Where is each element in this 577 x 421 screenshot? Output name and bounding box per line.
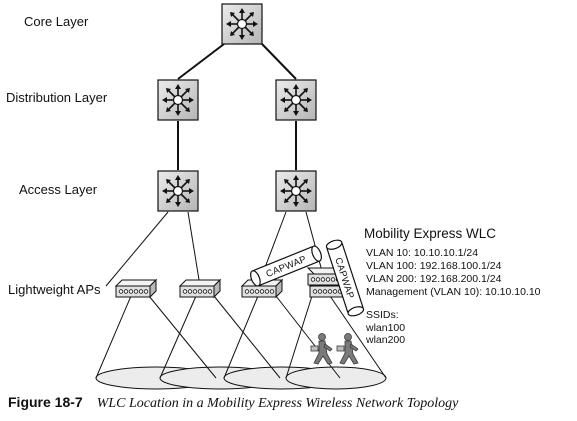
access-to-ap-links — [105, 211, 327, 287]
ssids-label: SSIDs: — [366, 309, 399, 321]
access-point-icon — [178, 278, 222, 299]
coverage-area — [285, 366, 387, 390]
wlc-management-line: Management (VLAN 10): 10.10.10.10 — [366, 286, 541, 298]
access-points — [114, 278, 352, 299]
core-layer-label: Core Layer — [24, 14, 89, 29]
capwap-tunnel-1: CAPWAP — [250, 245, 322, 287]
ssid-item: wlan200 — [365, 334, 405, 346]
lightweight-aps-label: Lightweight APs — [8, 282, 101, 297]
coverage-cones — [95, 295, 387, 379]
wlc-vlan-line: VLAN 100: 192.168.100.1/24 — [366, 260, 502, 272]
access-switch-right — [275, 170, 317, 212]
core-switch — [221, 3, 263, 45]
ssid-item: wlan100 — [365, 322, 405, 334]
wireless-users — [310, 333, 359, 365]
wireless-user-icon — [310, 333, 333, 365]
wlc-vlan-line: VLAN 200: 192.168.200.1/24 — [366, 273, 502, 285]
wireless-user-icon — [336, 333, 359, 365]
wlc-vlan-line: VLAN 10: 10.10.10.1/24 — [366, 247, 478, 259]
wlc-title: Mobility Express WLC — [364, 226, 496, 241]
figure-title: WLC Location in a Mobility Express Wirel… — [96, 396, 459, 411]
figure-caption: Figure 18-7 WLC Location in a Mobility Ex… — [8, 394, 573, 412]
network-topology-diagram: Core Layer Distribution Layer Access Lay… — [6, 3, 541, 390]
uplinks — [177, 43, 297, 170]
access-point-icon — [114, 278, 158, 299]
access-switch-left — [157, 170, 199, 212]
distribution-switch-right — [275, 79, 317, 121]
coverage-areas — [95, 366, 387, 390]
distribution-switch-left — [157, 79, 199, 121]
figure-number: Figure 18-7 — [8, 394, 83, 410]
access-layer-label: Access Layer — [19, 182, 98, 197]
distribution-layer-label: Distribution Layer — [6, 90, 108, 105]
